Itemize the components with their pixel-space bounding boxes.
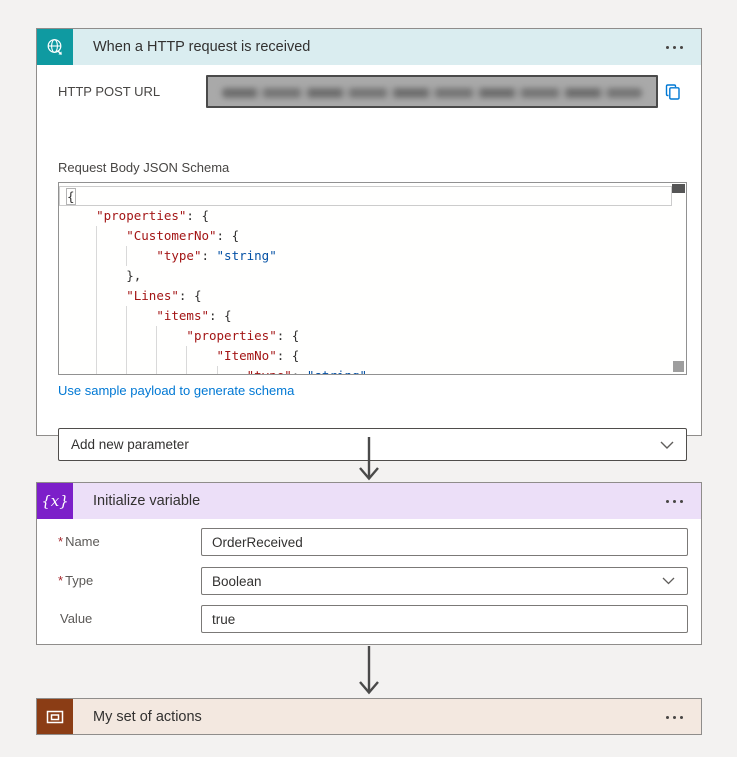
json-schema-code[interactable]: { "properties": { "CustomerNo": { "type"… [59, 186, 672, 374]
json-schema-label: Request Body JSON Schema [58, 160, 230, 175]
initialize-variable-header[interactable]: {x} Initialize variable [37, 483, 701, 519]
variable-more-menu-button[interactable] [662, 483, 687, 519]
scope-header[interactable]: My set of actions [37, 699, 701, 734]
trigger-body: HTTP POST URL Request Body JSON Schema {… [37, 65, 701, 461]
name-input[interactable] [201, 528, 688, 556]
scrollbar-corner [673, 361, 684, 372]
connector-arrow-down [359, 437, 379, 481]
type-label: *Type [58, 573, 94, 588]
scrollbar-thumb[interactable] [672, 184, 685, 193]
type-selected-value: Boolean [212, 573, 262, 589]
chevron-down-icon [662, 577, 675, 585]
http-post-url-label: HTTP POST URL [58, 84, 161, 99]
add-new-parameter-label: Add new parameter [71, 437, 189, 452]
initialize-variable-title: Initialize variable [93, 493, 201, 509]
name-label: *Name [58, 534, 100, 549]
initialize-variable-card: {x} Initialize variable *Name *Type Bool… [36, 482, 702, 645]
trigger-title: When a HTTP request is received [93, 39, 311, 55]
scope-card: My set of actions [36, 698, 702, 735]
value-input[interactable] [201, 605, 688, 633]
add-new-parameter-dropdown[interactable]: Add new parameter [58, 428, 687, 461]
json-schema-editor[interactable]: { "properties": { "CustomerNo": { "type"… [58, 182, 687, 375]
scope-icon [37, 699, 73, 734]
variable-fx-icon: {x} [37, 483, 73, 519]
type-dropdown[interactable]: Boolean [201, 567, 688, 595]
redacted-url-text [222, 88, 642, 98]
value-label: Value [60, 611, 93, 626]
editor-vertical-scrollbar[interactable] [672, 184, 685, 373]
scope-title: My set of actions [93, 708, 202, 725]
scope-more-menu-button[interactable] [662, 699, 687, 735]
http-trigger-header[interactable]: When a HTTP request is received [37, 29, 701, 65]
http-request-icon [37, 29, 73, 65]
copy-url-icon[interactable] [661, 80, 685, 104]
trigger-more-menu-button[interactable] [662, 29, 687, 65]
connector-arrow-down [359, 646, 379, 695]
http-post-url-value[interactable] [206, 75, 658, 108]
http-trigger-card: When a HTTP request is received HTTP POS… [36, 28, 702, 461]
chevron-down-icon [660, 441, 674, 449]
use-sample-payload-link[interactable]: Use sample payload to generate schema [58, 383, 295, 398]
